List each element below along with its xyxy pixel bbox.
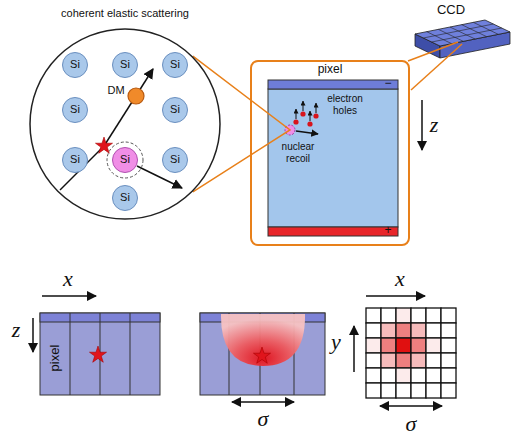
atom-circle: Si xyxy=(162,97,188,123)
atom-circle: Si xyxy=(162,147,188,173)
atom-circle: Si xyxy=(112,185,138,211)
pixel-label: pixel xyxy=(48,345,63,372)
charge-carriers xyxy=(293,101,318,127)
atom-circle: Si xyxy=(112,147,138,173)
gate-electrode xyxy=(268,80,398,89)
z-axis-arrow xyxy=(32,318,34,352)
atom-label: Si xyxy=(112,191,138,204)
y-axis-arrow xyxy=(353,326,355,372)
axis-label: z xyxy=(12,317,21,342)
sigma-label: σ xyxy=(258,406,269,431)
dm-particle xyxy=(128,88,144,104)
axis-label: z xyxy=(430,112,439,137)
zoom-circle: coherent elastic scatteringSiSiSiSiSiSiS… xyxy=(29,28,221,220)
x-axis-arrow xyxy=(366,295,425,297)
atom-circle: Si xyxy=(162,52,188,78)
diffusion-panel xyxy=(200,313,325,395)
sigma-arrow xyxy=(232,401,294,403)
axis-label: x xyxy=(63,266,73,291)
particle-label: DM xyxy=(107,84,124,97)
device-label: CCD xyxy=(437,3,465,18)
atom-label: Si xyxy=(162,58,188,71)
atom-circle: Si xyxy=(62,147,88,173)
atom-label: Si xyxy=(112,58,138,71)
incoming-track xyxy=(60,146,104,190)
atom-label: Si xyxy=(162,103,188,116)
pixel-column-panel xyxy=(40,313,160,395)
atom-circle: Si xyxy=(62,52,88,78)
polarity-sign: − xyxy=(384,77,391,91)
sigma-arrow xyxy=(380,405,442,407)
box-title: pixel xyxy=(252,63,408,77)
recoil-arrow xyxy=(296,131,318,134)
x-axis-arrow xyxy=(42,295,96,297)
atom-circle: Si xyxy=(112,52,138,78)
zoom-line xyxy=(411,44,462,90)
polarity-sign: + xyxy=(384,224,391,238)
panel-heading: coherent elastic scattering xyxy=(29,7,221,20)
axis-label: x xyxy=(395,266,405,291)
axis-label: y xyxy=(331,329,341,354)
carrier-label: electron holes xyxy=(321,93,369,116)
back-electrode xyxy=(268,227,398,236)
atom-label: Si xyxy=(62,103,88,116)
sigma-label: σ xyxy=(406,411,417,436)
dm-track xyxy=(104,69,153,146)
z-axis-arrow xyxy=(421,100,423,150)
atom-label: Si xyxy=(62,58,88,71)
recoil-label: nuclear recoil xyxy=(272,141,324,164)
atom-label: Si xyxy=(162,153,188,166)
zoom-line xyxy=(408,42,458,61)
atom-label: Si xyxy=(112,153,138,166)
pixel-grid xyxy=(366,308,456,398)
pixel-bulk xyxy=(268,89,398,227)
atom-label: Si xyxy=(62,153,88,166)
atom-circle: Si xyxy=(62,97,88,123)
